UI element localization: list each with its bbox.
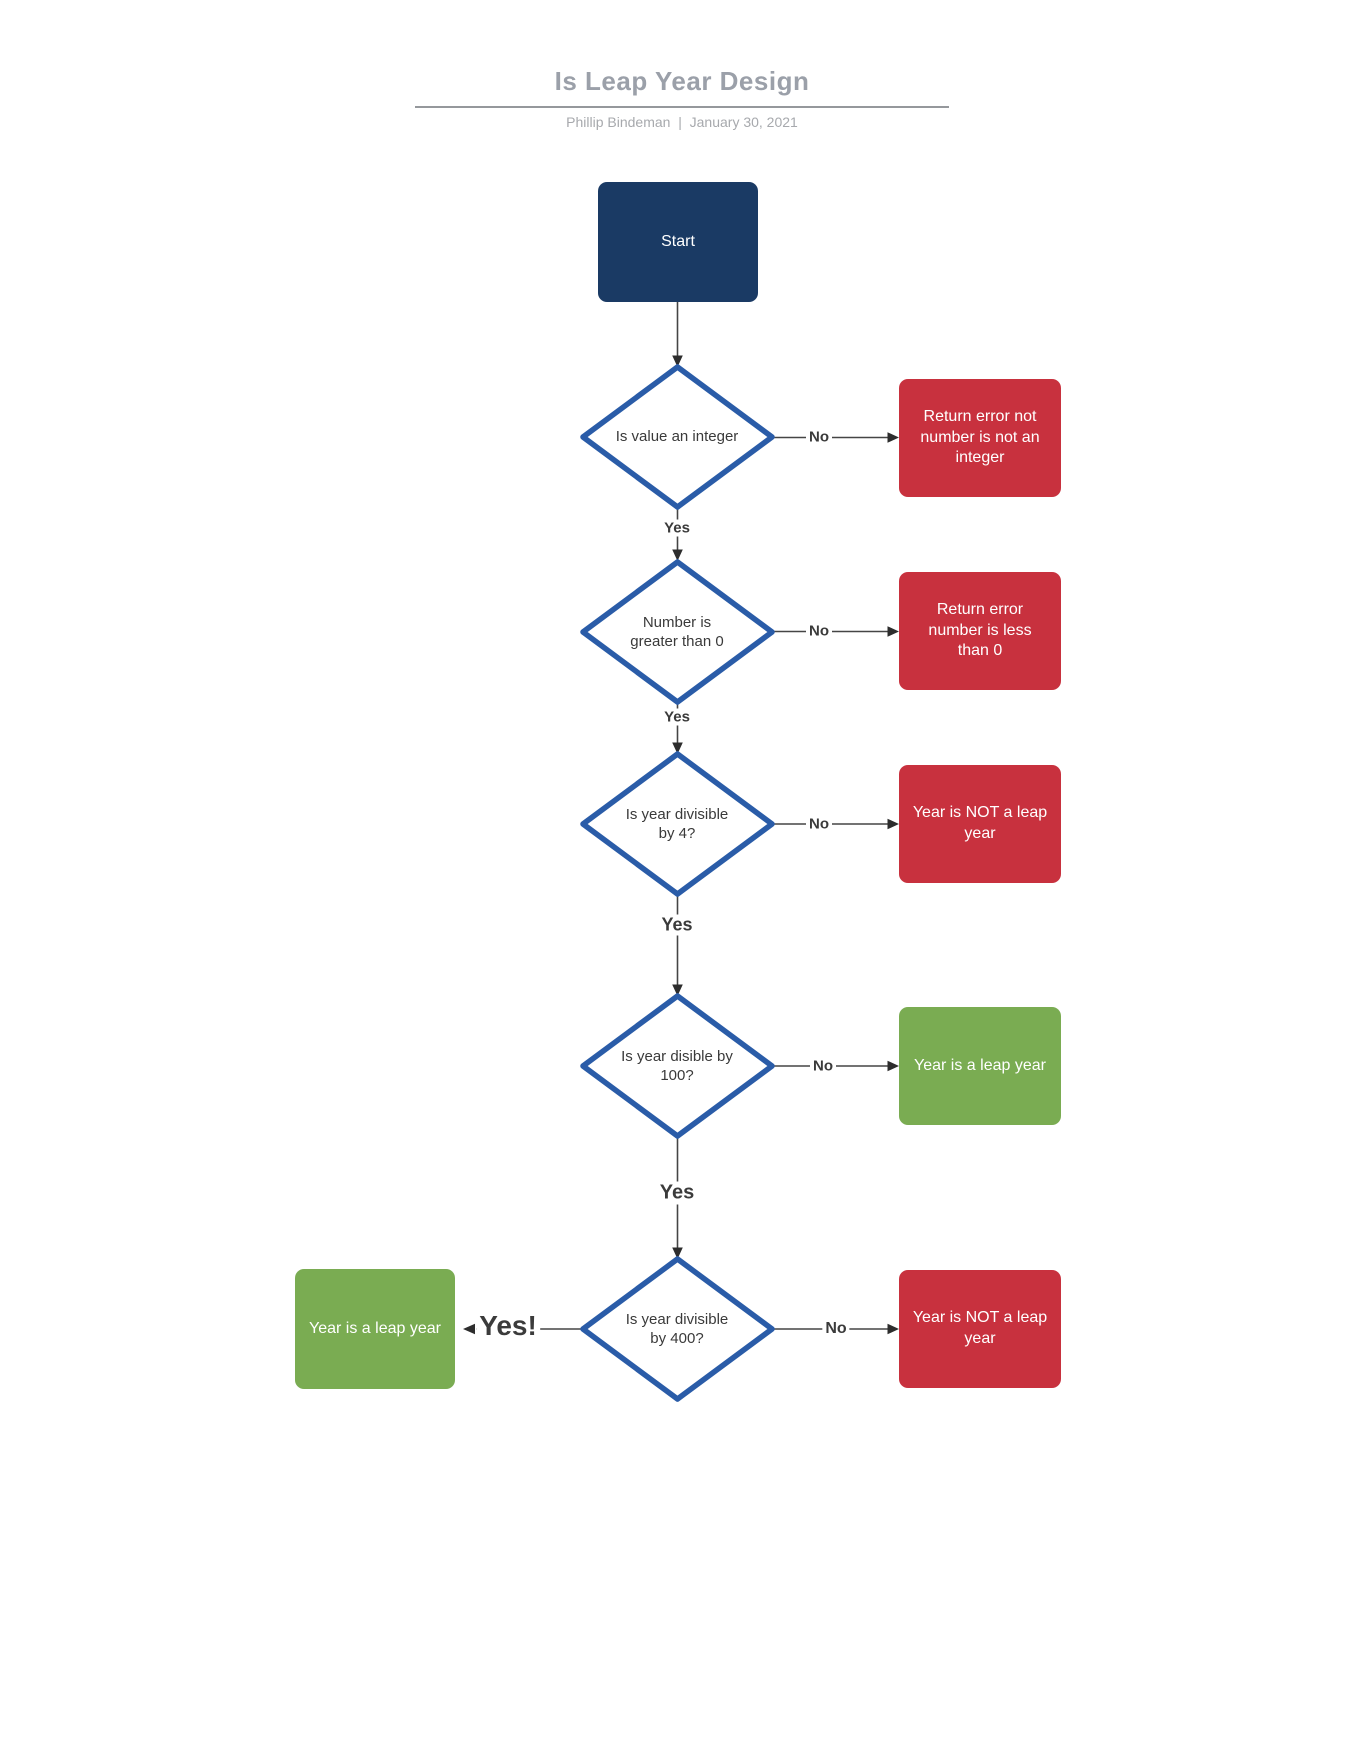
edge-label-no: No <box>806 622 832 640</box>
decision-label: Is value an integer <box>615 428 739 446</box>
edge-label-no: No <box>810 1057 836 1075</box>
decision-divisible-by-400: Is year divisible by 400? <box>577 1254 777 1404</box>
arrowhead-left-icon <box>463 1323 475 1335</box>
edge-label-no: No <box>806 815 832 833</box>
document-header: Is Leap Year Design Phillip Bindeman | J… <box>415 66 949 130</box>
edge-label-no: No <box>822 1320 850 1338</box>
arrowhead-right-icon <box>887 626 899 637</box>
edge-label-yes: Yes <box>661 519 693 537</box>
result-label: Year is a leap year <box>914 1056 1046 1074</box>
result-not-leap-year-div4: Year is NOT a leap year <box>899 765 1061 883</box>
diamond-shape <box>580 751 775 897</box>
result-label: Return error not number is not an intege… <box>920 407 1040 467</box>
arrowhead-right-icon <box>887 432 899 443</box>
edge-label-yes: Yes <box>656 1181 698 1205</box>
diamond-shape <box>580 559 775 705</box>
result-not-leap-year-div400: Year is NOT a leap year <box>899 1270 1061 1388</box>
start-label: Start <box>661 232 695 250</box>
decision-greater-than-zero: Number is greater than 0 <box>577 557 777 707</box>
edge-label-yes-final: Yes! <box>476 1310 540 1342</box>
diamond-shape <box>580 993 775 1139</box>
arrowhead-right-icon <box>887 818 899 830</box>
result-error-less-than-zero: Return error number is less than 0 <box>899 572 1061 690</box>
decision-divisible-by-4: Is year divisible by 4? <box>577 749 777 899</box>
arrowhead-right-icon <box>887 1060 899 1072</box>
decision-label: Number is greater than 0 <box>630 613 724 651</box>
start-node: Start <box>598 182 758 302</box>
decision-label: Is year divisible by 400? <box>625 1310 729 1348</box>
byline: Phillip Bindeman | January 30, 2021 <box>566 114 798 130</box>
page-title: Is Leap Year Design <box>415 66 949 108</box>
diamond-shape <box>580 1256 775 1402</box>
result-label: Year is NOT a leap year <box>912 1309 1048 1347</box>
arrowhead-right-icon <box>887 1323 899 1335</box>
result-leap-year-div100: Year is a leap year <box>899 1007 1061 1125</box>
decision-is-integer: Is value an integer <box>577 362 777 512</box>
result-label: Year is NOT a leap year <box>912 804 1048 842</box>
edge-label-yes: Yes <box>658 914 696 936</box>
edge-label-yes: Yes <box>661 708 693 726</box>
result-leap-year-div400: Year is a leap year <box>295 1269 455 1389</box>
diamond-shape <box>580 364 775 510</box>
decision-label: Is year divisible by 4? <box>625 805 729 843</box>
result-label: Year is a leap year <box>309 1319 441 1337</box>
result-error-not-integer: Return error not number is not an intege… <box>899 379 1061 497</box>
decision-label: Is year disible by 100? <box>621 1047 733 1085</box>
edge-label-no: No <box>806 428 832 446</box>
decision-divisible-by-100: Is year disible by 100? <box>577 991 777 1141</box>
result-label: Return error number is less than 0 <box>928 600 1032 660</box>
